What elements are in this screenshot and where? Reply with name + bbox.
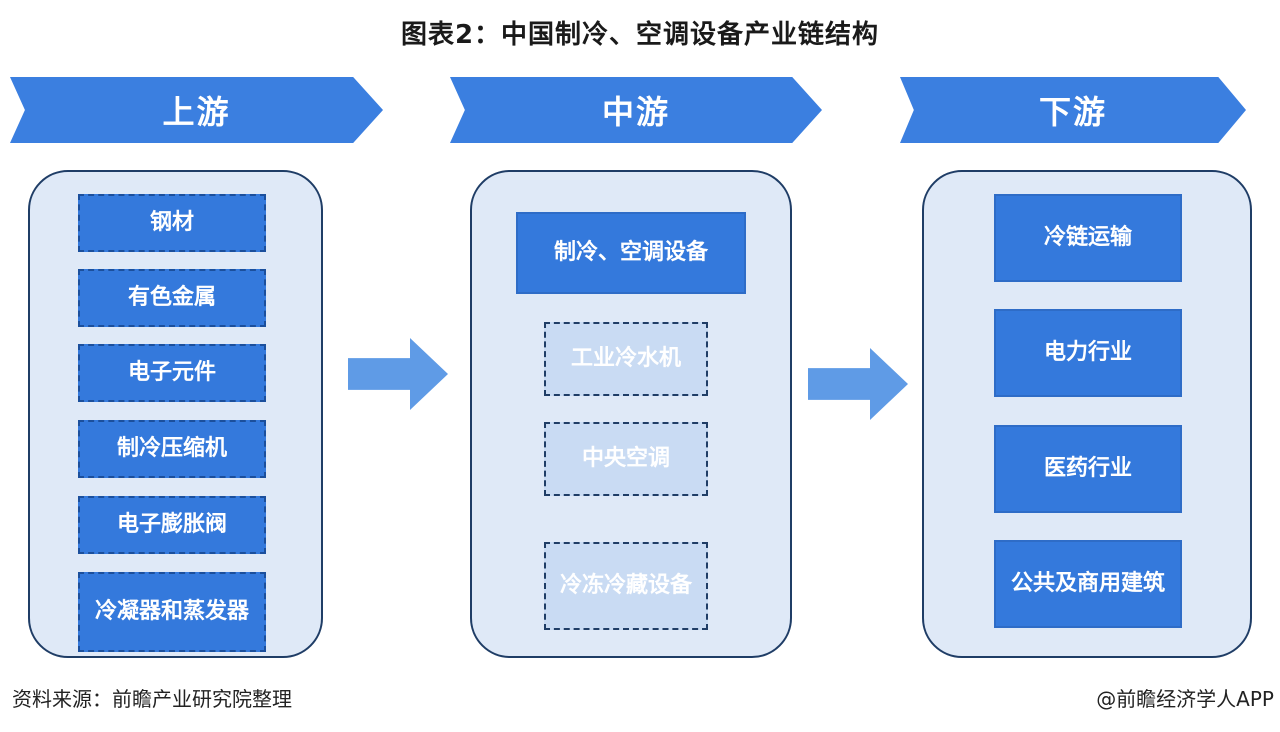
downstream-item: 电力行业	[994, 309, 1182, 397]
upstream-panel: 钢材 有色金属 电子元件 制冷压缩机 电子膨胀阀 冷凝器和蒸发器	[28, 170, 323, 658]
midstream-main-item: 制冷、空调设备	[516, 212, 746, 294]
stage-banner-upstream: 上游	[10, 77, 383, 143]
downstream-panel: 冷链运输 电力行业 医药行业 公共及商用建筑	[922, 170, 1252, 658]
upstream-item: 电子元件	[78, 344, 266, 402]
flow-arrow-icon	[348, 338, 448, 410]
credit-note: @前瞻经济学人APP	[1096, 687, 1274, 711]
upstream-item: 有色金属	[78, 269, 266, 327]
upstream-item: 电子膨胀阀	[78, 496, 266, 554]
stage-banner-midstream: 中游	[450, 77, 822, 143]
downstream-item: 公共及商用建筑	[994, 540, 1182, 628]
midstream-panel: 制冷、空调设备 工业冷水机 中央空调 冷冻冷藏设备	[470, 170, 792, 658]
source-note: 资料来源：前瞻产业研究院整理	[12, 687, 292, 711]
upstream-item: 冷凝器和蒸发器	[78, 572, 266, 652]
diagram-title: 图表2：中国制冷、空调设备产业链结构	[400, 20, 880, 50]
midstream-subitem: 冷冻冷藏设备	[544, 542, 708, 630]
downstream-item: 冷链运输	[994, 194, 1182, 282]
stage-banner-downstream: 下游	[900, 77, 1246, 143]
flow-arrow-icon	[808, 348, 908, 420]
midstream-subitem: 工业冷水机	[544, 322, 708, 396]
downstream-item: 医药行业	[994, 425, 1182, 513]
midstream-subitem: 中央空调	[544, 422, 708, 496]
upstream-item: 钢材	[78, 194, 266, 252]
upstream-item: 制冷压缩机	[78, 420, 266, 478]
